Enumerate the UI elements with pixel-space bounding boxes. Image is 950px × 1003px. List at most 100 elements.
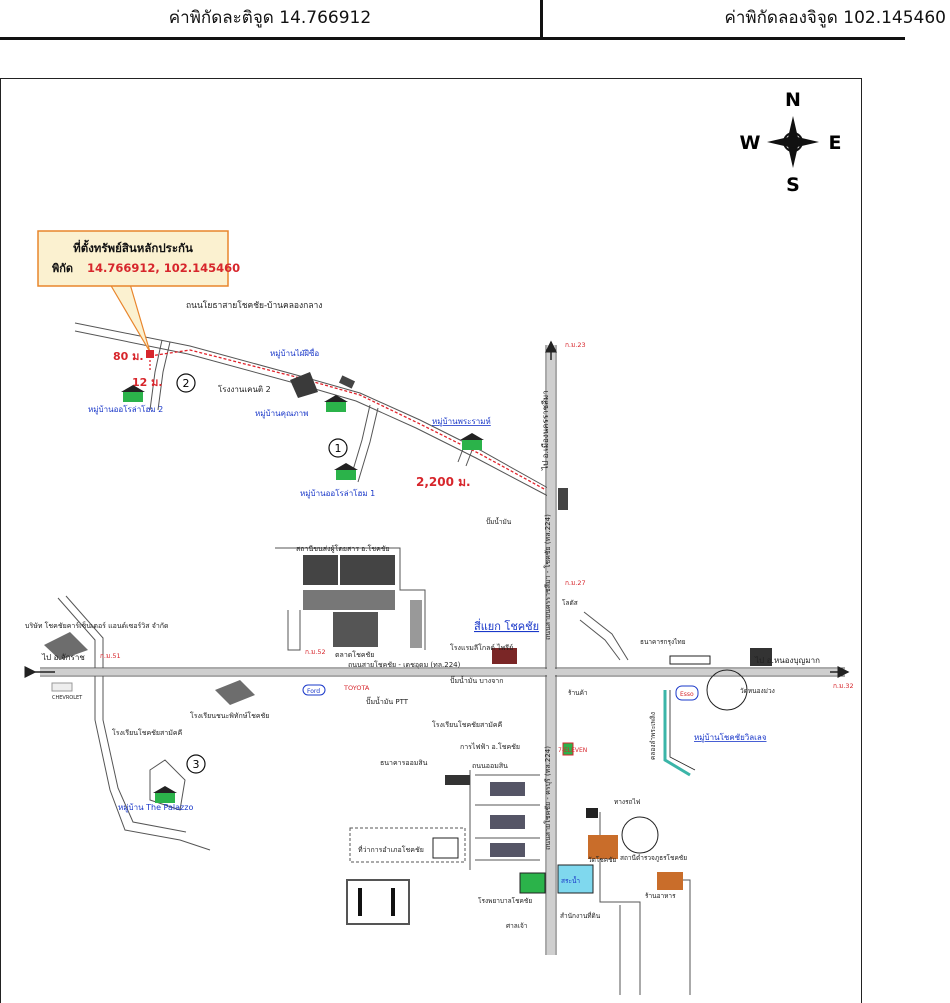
marker-3: 3: [186, 754, 206, 774]
palazzo-plot: [149, 759, 186, 811]
lotus-label: โลตัส: [562, 599, 578, 607]
coordinate-header: ค่าพิกัดละติจูด 14.766912 ค่าพิกัดลองจิจ…: [0, 0, 950, 40]
callout-coord-value: 14.766912, 102.145460: [87, 261, 240, 275]
overpass-icon: [558, 488, 568, 510]
left-road-a: [57, 597, 96, 668]
bank-building: [445, 775, 470, 785]
crossing-icon: [586, 808, 598, 818]
main-road-fill: [40, 669, 845, 675]
distance-12m: 12 ม.: [132, 376, 163, 389]
pond: [557, 864, 594, 894]
distance-80m: 80 ม.: [113, 350, 144, 363]
roundabout: [621, 816, 659, 854]
temple-label: วัดโชคชัย: [588, 856, 617, 864]
to-chakkarat-label: ไป อ.จักราช: [41, 653, 85, 662]
branch-road-a: [149, 339, 163, 411]
to-mueang-label: ไป อ.เมืองนครราชสีมา: [541, 390, 550, 471]
school-hall-block-a: [303, 555, 338, 585]
gov-office-icon: [432, 837, 459, 859]
canal: [663, 690, 691, 777]
left-road-c: [94, 676, 211, 851]
chevrolet-logo: [51, 682, 73, 692]
temple-icon: [588, 835, 618, 859]
hospital-label: โรงเรียนโชคชัยสามัคคี: [432, 720, 503, 729]
school2-building: [215, 680, 255, 705]
village-icons: [121, 385, 484, 803]
school-area-outline: [275, 547, 426, 650]
compass-south: S: [786, 174, 800, 196]
bank-label: ธนาคารออมสิน: [380, 759, 428, 767]
courthouse-box: [346, 879, 410, 925]
marker-3-label: 3: [193, 758, 200, 771]
marker-1: 1: [328, 438, 348, 458]
factory-building: [290, 372, 318, 398]
km32-label: ก.ม.32: [833, 682, 854, 690]
factory-label: โรงงานเคนติ 2: [218, 384, 271, 394]
canal-label: คลองลำพระเพลิง: [649, 712, 657, 760]
km52-label: ก.ม.52: [305, 648, 326, 656]
market-block-b: [490, 815, 525, 829]
village-house-icon: [324, 395, 348, 412]
junction-label: สี่แยก โชคชัย: [474, 618, 539, 633]
gov-office-outline: [349, 827, 466, 863]
canal-edge: [669, 690, 696, 771]
header-underline: [0, 37, 905, 40]
right-branch-b: [583, 611, 629, 661]
road-arrows: [24, 340, 850, 678]
village-house-icon: [460, 433, 484, 450]
pump-north-label: ปั๊มน้ำมัน: [486, 517, 512, 526]
left-road-b: [65, 595, 104, 668]
left-road-d: [102, 676, 187, 833]
to-nong-bun-mak-label: ไป อ.หนองบุญมาก: [754, 656, 820, 665]
marker-3-circle: [186, 754, 206, 774]
marker-2-circle: [176, 373, 196, 393]
village7-label: หมู่บ้านโชคชัยวิลเลจ: [694, 732, 767, 743]
school-area-post: [287, 610, 301, 651]
police-label: สถานีตำรวจภูธรโชคชัย: [620, 854, 687, 862]
dealer-label: บริษัท โชคชัยคาร์เซ็นเตอร์ แอนด์เซอร์วิส…: [25, 621, 169, 630]
right-branch-a: [579, 619, 621, 661]
market-block-a: [490, 782, 525, 796]
esso-icon: [675, 685, 699, 701]
latitude-label: ค่าพิกัดละติจูด 14.766912: [168, 8, 372, 28]
thai-house-label: ร้านอาหาร: [645, 892, 676, 900]
village4-label: หมู่บ้านพระรามห์: [432, 416, 491, 427]
branch-village1-b: [357, 407, 379, 483]
km23-label: ก.ม.23: [565, 341, 586, 349]
buildings: [44, 372, 772, 894]
callout-box: [37, 230, 229, 287]
electric-label: การไฟฟ้า อ.โชคชัย: [460, 742, 520, 751]
courthouse-pillar: [358, 888, 362, 916]
village5-label: หมู่บ้านออโรล่าโฮม 1: [300, 488, 375, 499]
upper-road-label: ถนนโยธาสายโชคชัย-บ้านคลองกลาง: [186, 300, 322, 311]
property-pin: [146, 350, 154, 358]
courthouse-icon: [358, 888, 395, 916]
pond-label: สระน้ำ: [561, 876, 580, 885]
upper-road-edge-b: [74, 330, 549, 497]
km51-label: ก.ม.51: [100, 652, 121, 660]
km27-label: ก.ม.27: [565, 579, 586, 587]
compass-rose: N S E W: [740, 89, 842, 196]
ford-logo: [302, 684, 326, 696]
bridge-icon: [338, 375, 356, 389]
crossing-label: ทางรถไฟ: [614, 798, 641, 806]
map-labels: ถนนโยธาสายโชคชัย-บ้านคลองกลาง ไป อ.จักรา…: [25, 300, 854, 930]
school-hall-block-c: [303, 590, 395, 610]
marker-2-label: 2: [183, 377, 190, 390]
main-road-label: ถนนสายโชคชัย - เดชอุดม (ทล.224): [348, 660, 461, 669]
pump2-label: ปั๊มน้ำมัน บางจาก: [450, 674, 503, 685]
vertical-road-fill: [547, 345, 555, 955]
dealer-building: [44, 632, 88, 660]
longitude-label: ค่าพิกัดลองจิจูด 102.145460: [724, 8, 947, 28]
school2-label: โรงเรียนชนะพิทักษ์โชคชัย: [190, 711, 269, 720]
marker-1-label: 1: [335, 442, 342, 455]
distance-2200m: 2,200 ม.: [416, 475, 471, 489]
hospital2-label: โรงพยาบาลโชคชัย: [478, 897, 532, 905]
temple2-label: วัดหนองม่วง: [740, 687, 775, 695]
header-divider: [540, 0, 543, 40]
compass-east: E: [829, 132, 842, 154]
shop-label: ร้านค้า: [568, 689, 588, 697]
esso-label: Esso: [680, 691, 694, 698]
branch-road-b: [157, 341, 171, 411]
